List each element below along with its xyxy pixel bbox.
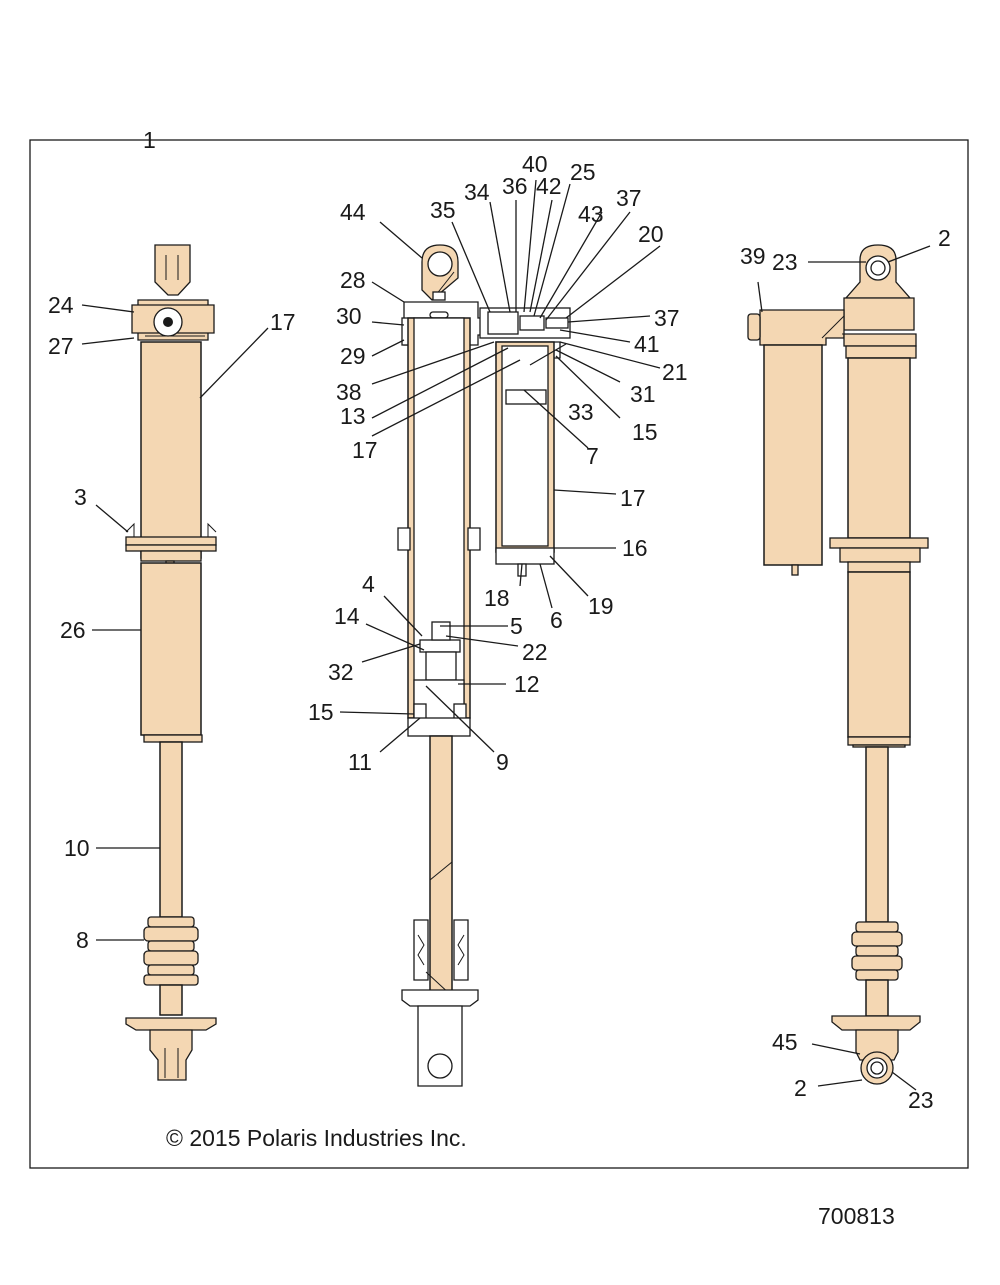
callout-16: 16 [622, 535, 648, 561]
callout-10: 10 [64, 835, 90, 861]
callout-31: 31 [630, 381, 656, 407]
callout-15: 15 [308, 699, 334, 725]
callout-37: 37 [616, 185, 642, 211]
callout-17: 17 [620, 485, 646, 511]
callout-7: 7 [586, 443, 599, 469]
callout-2: 2 [938, 225, 951, 251]
callout-1: 1 [143, 127, 156, 153]
callout-3: 3 [74, 484, 87, 510]
callout-41: 41 [634, 331, 660, 357]
callout-20: 20 [638, 221, 664, 247]
callout-38: 38 [336, 379, 362, 405]
diagram-frame [29, 139, 969, 1169]
callout-6: 6 [550, 607, 563, 633]
callout-34: 34 [464, 179, 490, 205]
callout-12: 12 [514, 671, 540, 697]
callout-21: 21 [662, 359, 688, 385]
callout-8: 8 [76, 927, 89, 953]
callout-11: 11 [348, 749, 372, 775]
callout-33: 33 [568, 399, 594, 425]
callout-25: 25 [570, 159, 596, 185]
callout-32: 32 [328, 659, 354, 685]
right-shock-assembly [747, 244, 929, 1085]
callout-29: 29 [340, 343, 366, 369]
copyright-text: © 2015 Polaris Industries Inc. [166, 1125, 467, 1151]
callout-18: 18 [484, 585, 510, 611]
callout-2: 2 [794, 1075, 807, 1101]
callout-26: 26 [60, 617, 86, 643]
callout-30: 30 [336, 303, 362, 329]
callout-23: 23 [772, 249, 798, 275]
callout-4: 4 [362, 571, 375, 597]
callout-9: 9 [496, 749, 509, 775]
callout-39: 39 [740, 243, 766, 269]
callout-15: 15 [632, 419, 658, 445]
figure-number: 700813 [818, 1203, 895, 1229]
callout-17: 17 [352, 437, 378, 463]
callout-23: 23 [908, 1087, 934, 1113]
center-shock-cross-section [397, 244, 488, 1087]
callout-19: 19 [588, 593, 614, 619]
left-shock-assembly [125, 244, 217, 1081]
callout-35: 35 [430, 197, 456, 223]
callout-36: 36 [502, 173, 528, 199]
callout-27: 27 [48, 333, 74, 359]
callout-5: 5 [510, 613, 523, 639]
callout-40: 40 [522, 151, 548, 177]
leader-lines [81, 179, 931, 1091]
callout-44: 44 [340, 199, 366, 225]
callout-14: 14 [334, 603, 360, 629]
callout-labels: 1 24 27 17 3 26 10 8 44 28 30 29 38 13 1… [48, 127, 951, 1113]
callout-17: 17 [270, 309, 296, 335]
callout-45: 45 [772, 1029, 798, 1055]
callout-13: 13 [340, 403, 366, 429]
callout-42: 42 [536, 173, 562, 199]
callout-24: 24 [48, 292, 74, 318]
callout-43: 43 [578, 201, 604, 227]
center-reservoir [479, 307, 571, 577]
callout-37: 37 [654, 305, 680, 331]
callout-22: 22 [522, 639, 548, 665]
callout-28: 28 [340, 267, 366, 293]
